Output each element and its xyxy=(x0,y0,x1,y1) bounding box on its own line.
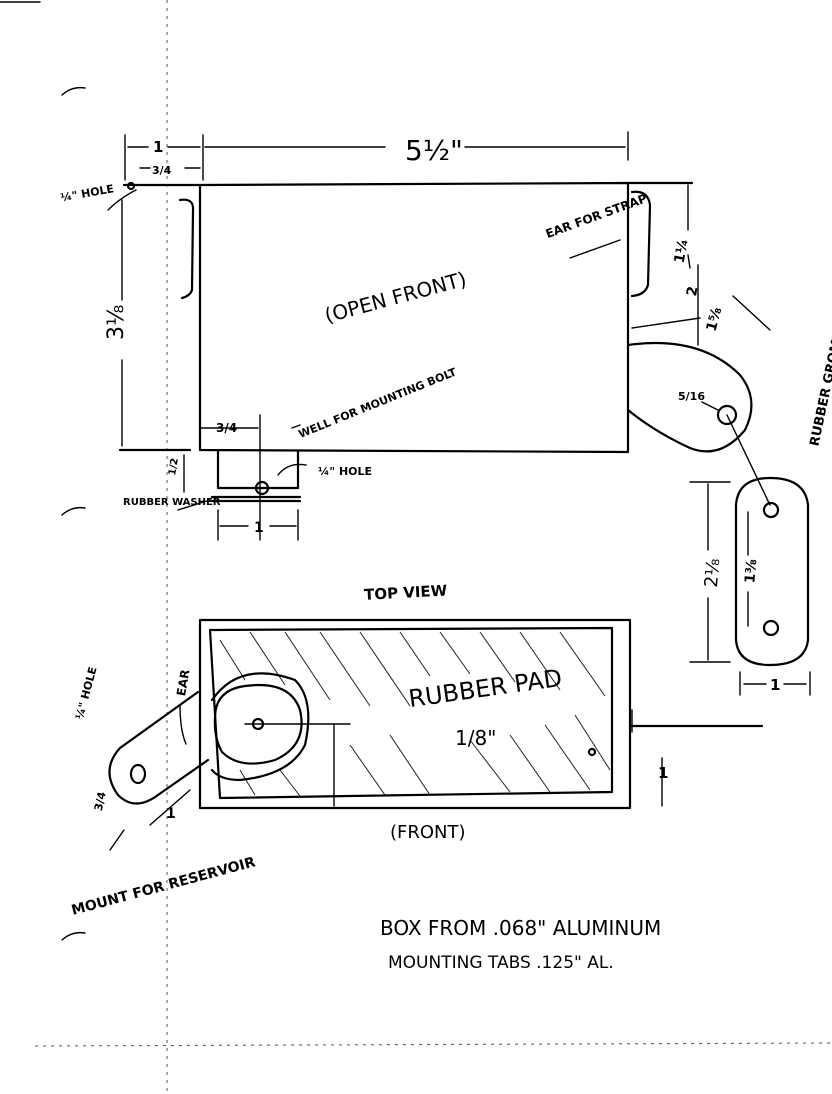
dim-1-tab: 1 xyxy=(166,806,176,822)
ear-for-strap-label: EAR FOR STRAP xyxy=(544,191,649,241)
grommet-label: RUBBER GROMMET HERE xyxy=(807,266,832,447)
left-ear-slot xyxy=(178,198,195,300)
reservoir-tab-hole xyxy=(129,763,147,785)
box-outline xyxy=(198,181,630,454)
pad-dot xyxy=(587,747,597,757)
rubber-washer-label: RUBBER WASHER xyxy=(123,497,221,508)
side-view: 5½" 1 3/4 3⅛ ¼" HOLE (OPEN FRONT) EAR FO… xyxy=(60,131,771,541)
dim-ear-1-1-4: 1¼ xyxy=(672,238,692,265)
open-front-label: (OPEN FRONT) xyxy=(322,267,469,328)
well-hole-arrow xyxy=(277,463,307,476)
bolt-head xyxy=(254,480,270,496)
note-box-material: BOX FROM .068" ALUMINUM xyxy=(380,916,661,940)
tab-hole xyxy=(716,404,738,426)
dim-tab-spacing: 1⅜ xyxy=(742,558,760,584)
reservoir-hole-label: ¼" HOLE xyxy=(73,665,100,721)
pad-thickness: 1/8" xyxy=(455,726,496,750)
pad-hatching xyxy=(219,631,611,797)
note-tab-material: MOUNTING TABS .125" AL. xyxy=(388,953,614,973)
punch-hole-mark xyxy=(61,931,86,941)
well-label: WELL FOR MOUNTING BOLT xyxy=(297,365,459,441)
material-notes: BOX FROM .068" ALUMINUM MOUNTING TABS .1… xyxy=(380,916,661,973)
dim-tab-width-line xyxy=(149,789,191,826)
punch-hole-mark xyxy=(61,506,86,516)
bottom-cut-line xyxy=(34,1042,832,1047)
dim-3-4: 3/4 xyxy=(92,790,109,812)
top-view: TOP VIEW RUBBER xyxy=(70,582,764,919)
mount-label: MOUNT FOR RESERVOIR xyxy=(70,854,258,919)
dim-tab-length: 2⅛ xyxy=(701,558,724,589)
front-label: (FRONT) xyxy=(390,822,466,843)
tab-top-hole xyxy=(762,501,780,519)
dim-left-3-4: 3/4 xyxy=(152,164,172,177)
well-outer-arc xyxy=(210,672,310,782)
hole-marker xyxy=(126,181,136,191)
tab-detail: 2⅛ 1⅜ 1 5/16 RUBBER GROMMET HERE xyxy=(678,266,832,696)
ear-label: EAR xyxy=(174,668,192,697)
dim-5-1-2: 5½" xyxy=(405,134,463,167)
dim-ear-line xyxy=(687,254,691,269)
tab-bottom-hole xyxy=(762,619,780,637)
dim-ear-2: 2 xyxy=(684,285,701,297)
dim-1-right: 1 xyxy=(658,764,668,782)
hole-size-arrow xyxy=(701,401,719,411)
ear-arrow xyxy=(569,239,621,259)
dim-tab-line xyxy=(631,317,701,329)
top-view-title: TOP VIEW xyxy=(364,582,448,604)
ear-arrow xyxy=(179,704,187,745)
dim-well-3-4: 3/4 xyxy=(216,421,237,435)
dim-tab-ext xyxy=(732,295,771,331)
mount-arrow xyxy=(109,829,125,851)
dim-well-width: 1 xyxy=(254,520,264,536)
dim-tab-width: 1 xyxy=(770,676,780,694)
mounting-well xyxy=(118,448,300,490)
hole-quarter-label: ¼" HOLE xyxy=(60,182,115,204)
well-arrow xyxy=(291,424,301,429)
rubber-pad-label: RUBBER PAD xyxy=(407,664,564,713)
tab-hole-size: 5/16 xyxy=(678,390,705,403)
tab-outline xyxy=(734,476,810,667)
dim-left-1: 1 xyxy=(153,138,163,156)
right-ear xyxy=(630,190,652,298)
well-circle xyxy=(213,684,303,765)
dim-ear-1-5-8: 1⅝ xyxy=(704,306,726,334)
dim-well-1-2: 1/2 xyxy=(167,457,181,476)
washer-arrow xyxy=(177,499,211,511)
dim-height: 3⅛ xyxy=(104,305,129,340)
well-hole-label: ¼" HOLE xyxy=(318,465,372,478)
top-box-outline xyxy=(198,618,632,810)
reservoir-tab xyxy=(108,690,210,805)
hole-arrow xyxy=(107,189,137,211)
strap-tab xyxy=(626,341,753,453)
punch-hole-mark xyxy=(61,86,86,96)
tab-leader xyxy=(726,414,771,506)
